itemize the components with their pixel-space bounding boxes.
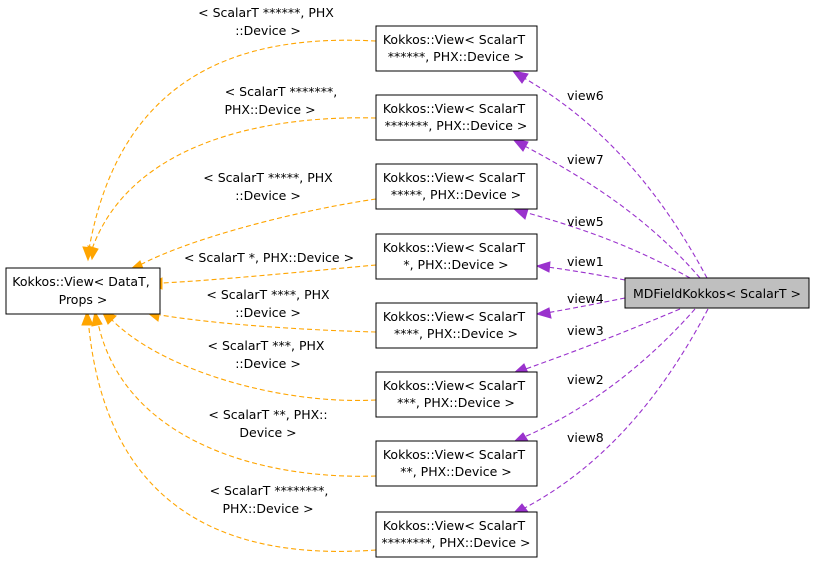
- node-base-kokkos-view[interactable]: Kokkos::View< DataT, Props >: [5, 267, 161, 315]
- template-label-v6: < ScalarT ******, PHX ::Device >: [198, 5, 338, 38]
- node-main-mdfieldkokkos[interactable]: MDFieldKokkos< ScalarT >: [624, 277, 810, 309]
- svg-text:Kokkos::View< ScalarT *,: Kokkos::View< ScalarT *, PHX::Device >: [383, 240, 529, 272]
- member-label-view5: view5: [567, 214, 604, 229]
- edge-template-v6: [87, 39, 377, 256]
- edge-template-v5: [137, 198, 377, 267]
- edge-member-view1: [539, 265, 626, 281]
- svg-text:Kokkos::View< ScalarT **: Kokkos::View< ScalarT *******, PHX::Devi…: [383, 101, 529, 133]
- edge-member-view7: [516, 141, 701, 279]
- edge-member-view6: [516, 73, 708, 279]
- edge-template-v8: [87, 317, 377, 552]
- edge-member-view3: [516, 308, 681, 373]
- template-label-v1: < ScalarT *, PHX::Device >: [184, 250, 354, 265]
- edge-template-v1: [161, 264, 377, 284]
- node-view-v3[interactable]: Kokkos::View< ScalarT ***, PHX::Device >: [375, 371, 538, 418]
- svg-text:Kokkos::View< ScalarT **: Kokkos::View< ScalarT *****, PHX::Device…: [383, 170, 529, 202]
- arrowhead-member-view5: [511, 207, 529, 220]
- template-label-v3: < ScalarT ***, PHX ::Device >: [208, 338, 329, 371]
- node-view-v2[interactable]: Kokkos::View< ScalarT **, PHX::Device >: [375, 440, 538, 487]
- member-label-view8: view8: [567, 430, 604, 445]
- template-label-v4: < ScalarT ****, PHX ::Device >: [206, 287, 333, 320]
- node-view-v6[interactable]: Kokkos::View< ScalarT ******, PHX::Devic…: [375, 25, 538, 72]
- arrowhead-member-view1: [535, 261, 551, 273]
- member-label-view3: view3: [567, 323, 604, 338]
- node-view-v1[interactable]: Kokkos::View< ScalarT *, PHX::Device >: [375, 233, 538, 280]
- svg-text:Kokkos::View< ScalarT **: Kokkos::View< ScalarT ******, PHX::Devic…: [383, 32, 529, 64]
- arrowhead-member-view6: [511, 70, 529, 84]
- template-label-v8: < ScalarT ********, PHX::Device >: [210, 483, 333, 516]
- member-label-view1: view1: [567, 254, 604, 269]
- node-view-v7[interactable]: Kokkos::View< ScalarT *******, PHX::Devi…: [375, 94, 538, 141]
- edge-template-v3: [109, 317, 377, 402]
- edge-member-view5: [516, 209, 691, 279]
- node-view-v5[interactable]: Kokkos::View< ScalarT *****, PHX::Device…: [375, 163, 538, 210]
- svg-text:Kokkos::View< ScalarT **: Kokkos::View< ScalarT ****, PHX::Device …: [383, 309, 529, 341]
- member-label-view7: view7: [567, 152, 604, 167]
- template-label-v2: < ScalarT **, PHX:: Device >: [208, 407, 331, 440]
- edge-member-view8: [516, 308, 709, 513]
- member-label-view4: view4: [567, 291, 604, 306]
- node-view-v8[interactable]: Kokkos::View< ScalarT ********, PHX::Dev…: [375, 511, 538, 558]
- svg-text:Kokkos::View< ScalarT **: Kokkos::View< ScalarT ***, PHX::Device >: [383, 378, 529, 410]
- template-label-v5: < ScalarT *****, PHX ::Device >: [203, 170, 336, 203]
- arrowhead-template-v7: [87, 245, 99, 261]
- edge-template-v7: [89, 117, 377, 256]
- arrowhead-member-view4: [535, 307, 552, 319]
- member-label-view2: view2: [567, 372, 604, 387]
- edge-member-view2: [516, 308, 696, 441]
- template-label-v7: < ScalarT *******, PHX::Device >: [224, 84, 341, 117]
- edge-template-v4: [159, 314, 377, 333]
- svg-text:Kokkos::View< DataT, Pro: Kokkos::View< DataT, Props >: [12, 274, 153, 307]
- arrowhead-template-v8: [81, 310, 94, 326]
- svg-text:Kokkos::View< ScalarT **: Kokkos::View< ScalarT **, PHX::Device >: [383, 447, 529, 479]
- edge-template-v2: [96, 317, 377, 477]
- arrowhead-member-view7: [511, 138, 529, 152]
- arrowhead-template-v2: [91, 310, 103, 327]
- svg-text:Kokkos::View< ScalarT **: Kokkos::View< ScalarT ********, PHX::Dev…: [381, 518, 530, 550]
- edge-member-view4: [539, 297, 626, 315]
- svg-text:MDFieldKokkos< ScalarT >: MDFieldKokkos< ScalarT >: [633, 286, 801, 301]
- node-view-v4[interactable]: Kokkos::View< ScalarT ****, PHX::Device …: [375, 302, 538, 349]
- member-label-view6: view6: [567, 88, 604, 103]
